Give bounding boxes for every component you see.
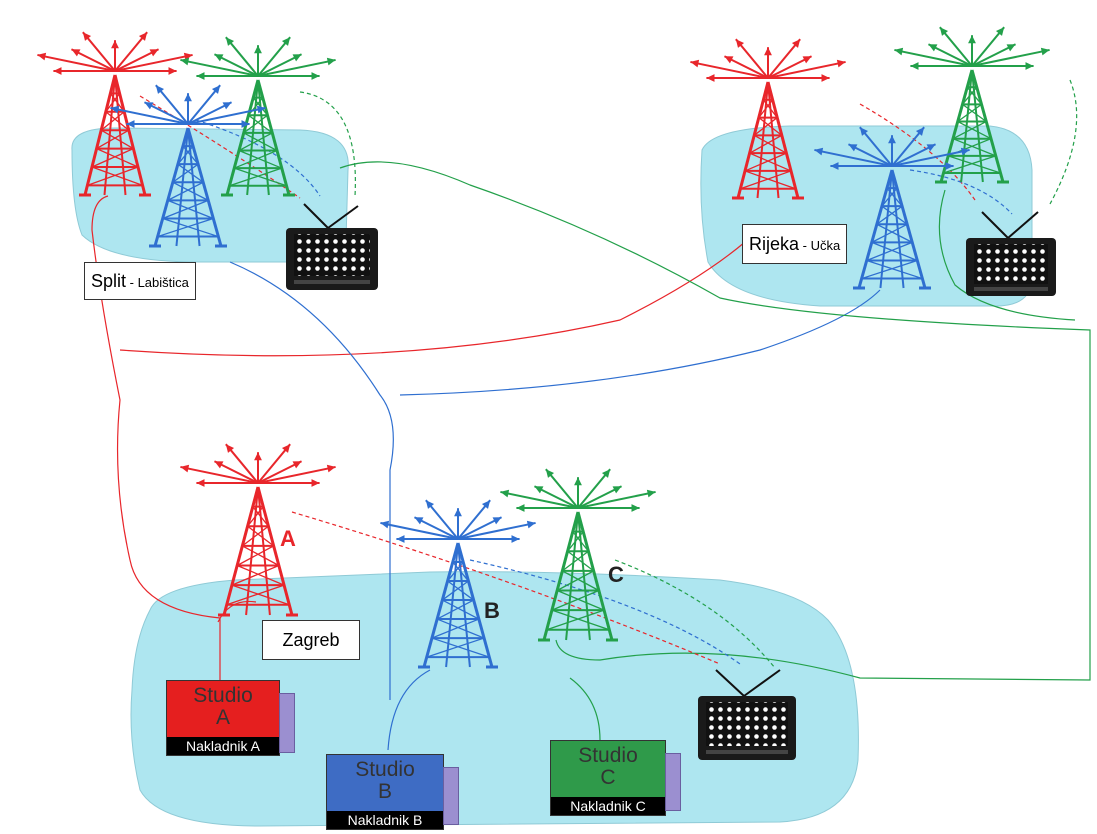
split-site: - Labištica — [126, 275, 189, 290]
studio-b: Studio B Nakladnik B — [326, 754, 459, 830]
tower-letter-c: C — [608, 562, 624, 587]
broadcast-link-rijeka-red — [859, 103, 976, 201]
studio-equipment-icon — [279, 693, 295, 753]
tower-rijeka-red — [690, 38, 846, 200]
label-split: Split - Labištica — [84, 262, 196, 300]
studio-a: Studio A Nakladnik A — [166, 680, 295, 756]
tower-zagreb-b — [380, 499, 536, 669]
split-name: Split — [91, 271, 127, 291]
studio-c: Studio C Nakladnik C — [550, 740, 681, 816]
studio-c-title: Studio C — [551, 745, 665, 789]
tv-zagreb — [698, 669, 796, 760]
feed-line-blue-zagreb — [387, 669, 431, 751]
broadcast-link-zagreb-red — [291, 511, 721, 665]
studio-a-title-line1: Studio — [193, 684, 253, 707]
tv-rijeka — [966, 211, 1056, 296]
rijeka-site: - Učka — [799, 238, 841, 253]
tower-split-green — [180, 36, 336, 197]
broadcast-link-split-blue — [195, 119, 321, 197]
studio-c-title-line1: Studio — [578, 744, 638, 767]
studio-equipment-icon — [443, 767, 459, 825]
tower-rijeka-blue — [814, 126, 970, 290]
label-rijeka: Rijeka - Učka — [742, 224, 848, 264]
studio-a-title-line2: A — [215, 706, 230, 729]
broadcast-link-zagreb-blue — [469, 559, 741, 665]
tower-split-red — [37, 31, 193, 197]
studio-b-broadcaster: Nakladnik B — [327, 811, 443, 829]
studio-a-title: Studio A — [167, 685, 279, 729]
studio-a-broadcaster: Nakladnik A — [167, 737, 279, 755]
tower-zagreb-a — [180, 443, 336, 617]
tower-rijeka-green — [894, 26, 1050, 184]
tower-letter-a: A — [280, 526, 296, 551]
feed-line-red-split — [91, 195, 221, 680]
zagreb-name: Zagreb — [282, 630, 340, 650]
studio-c-broadcaster: Nakladnik C — [551, 797, 665, 815]
feed-lines — [91, 161, 1091, 751]
label-zagreb: Zagreb — [262, 620, 360, 660]
studio-equipment-icon — [665, 753, 681, 811]
broadcast-link-rijeka-blue — [909, 169, 1013, 215]
studio-b-title: Studio B — [327, 759, 443, 803]
rijeka-name: Rijeka — [749, 234, 800, 254]
studio-c-title-line2: C — [600, 766, 616, 789]
tower-zagreb-c — [500, 468, 656, 642]
tv-split — [286, 203, 378, 290]
studio-b-title-line1: Studio — [355, 758, 415, 781]
feed-line-green-zagreb — [569, 677, 601, 741]
broadcast-links — [139, 79, 1078, 669]
towers-layer — [37, 26, 1050, 669]
feed-line-blue-split — [229, 261, 394, 700]
feed-line-green-rijeka — [938, 189, 1076, 321]
feed-line-red-rijeka — [119, 241, 746, 357]
studio-b-title-line2: B — [377, 780, 392, 803]
feed-line-green-split — [339, 161, 1091, 681]
tower-split-blue — [110, 84, 266, 248]
broadcast-link-rijeka-green — [1049, 79, 1078, 205]
feed-line-blue-rijeka — [399, 289, 881, 396]
tower-letter-b: B — [484, 598, 500, 623]
